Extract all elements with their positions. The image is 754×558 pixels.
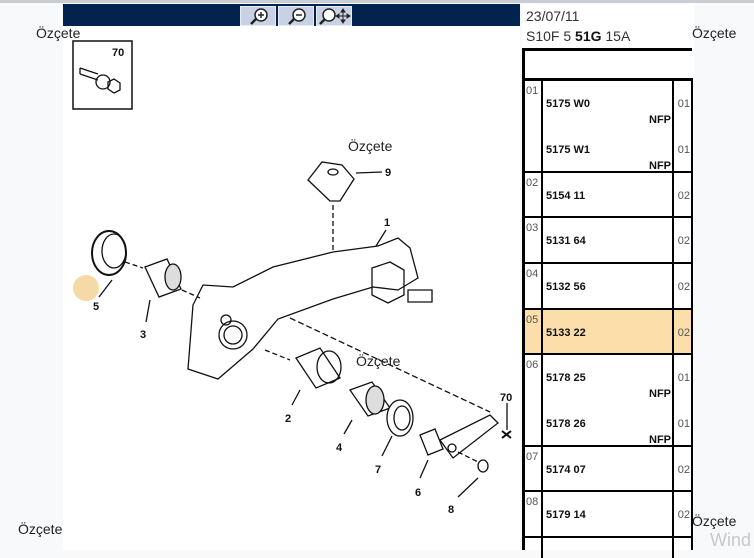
position-number [525,538,543,558]
overlay-label[interactable]: Özçete [36,25,81,41]
position-number: 04 [525,264,543,308]
callout-70[interactable]: 70 [500,392,512,404]
callout-4[interactable]: 4 [336,442,343,454]
part-quantity: 02 [677,235,690,247]
position-number: 07 [525,447,543,490]
inset-part-number: 70 [112,47,124,59]
position-number: 06 [525,355,543,445]
nfp-note: NFP [649,160,671,172]
part-quantity: 01 [677,372,690,384]
part-quantity: 01 [677,144,690,156]
qty-column [672,538,691,558]
exploded-view-drawing: 70 9 1 5 3 2 4 7 6 8 70 [72,40,512,516]
qty-column [672,447,691,490]
callout-7[interactable]: 7 [375,464,381,476]
nfp-note: NFP [649,114,671,126]
position-number: 02 [525,173,543,216]
nfp-note: NFP [649,388,671,400]
part-reference[interactable]: 5175 W1 [546,144,591,156]
qty-column [672,81,691,171]
qty-column [672,173,691,216]
part-reference[interactable]: 5154 11 [546,190,586,202]
part-reference[interactable]: 5174 07 [546,464,586,476]
highlight-marker [73,275,99,301]
divider [522,48,692,51]
zoom-out-icon [288,8,306,25]
part-quantity: 02 [677,190,690,202]
parts-row-partial[interactable] [525,538,691,558]
qty-column [672,218,691,262]
qty-column [672,492,691,536]
top-border [0,0,754,3]
position-number: 01 [525,81,543,171]
part-quantity: 01 [677,418,690,430]
catalog-code: S10F 5 51G 15A [526,28,631,44]
overlay-label[interactable]: Özçete [348,138,393,154]
part-reference[interactable]: 5179 14 [546,509,586,521]
catalog-date: 23/07/11 [526,8,580,24]
callout-1[interactable]: 1 [384,217,390,229]
diagram-toolbar [63,4,520,26]
callout-5[interactable]: 5 [93,301,99,313]
part-quantity: 02 [677,464,690,476]
part-reference[interactable]: 5175 W0 [546,98,591,110]
position-number: 05 [525,310,543,353]
qty-column [672,355,691,445]
callout-9[interactable]: 9 [385,167,391,179]
callout-3[interactable]: 3 [140,329,146,341]
overlay-label[interactable]: Özçete [692,25,737,41]
parts-diagram[interactable]: 70 9 1 5 3 2 4 7 6 8 70 [63,4,520,550]
overlay-label[interactable]: Özçete [356,353,401,369]
part-reference[interactable]: 5178 26 [546,418,586,430]
part-quantity: 02 [677,281,690,293]
table-border [691,78,693,550]
part-quantity: 02 [677,327,690,339]
table-border [522,48,525,550]
part-quantity: 01 [677,98,690,110]
bolt-icon [79,67,121,94]
nfp-note: NFP [649,434,671,446]
part-reference[interactable]: 5131 64 [546,235,586,247]
zoom-in-button[interactable] [240,6,276,26]
divider [522,78,692,81]
callout-6[interactable]: 6 [415,487,421,499]
qty-column [672,264,691,308]
overlay-label[interactable]: Özçete [18,521,63,537]
zoom-in-icon [250,8,268,25]
callout-2[interactable]: 2 [285,413,291,425]
part-reference[interactable]: 5133 22 [546,327,586,339]
part-quantity: 02 [677,509,690,521]
pan-zoom-icon [319,8,351,25]
qty-column [672,310,691,353]
part-reference[interactable]: 5178 25 [546,372,586,384]
position-number: 03 [525,218,543,262]
position-number: 08 [525,492,543,536]
pan-zoom-button[interactable] [316,6,352,26]
part-reference[interactable]: 5132 56 [546,281,586,293]
zoom-out-button[interactable] [278,6,314,26]
inset-part-box [72,40,133,110]
callout-8[interactable]: 8 [448,504,454,516]
overlay-label[interactable]: Özçete [692,513,737,529]
windows-watermark: Wind [710,530,752,550]
